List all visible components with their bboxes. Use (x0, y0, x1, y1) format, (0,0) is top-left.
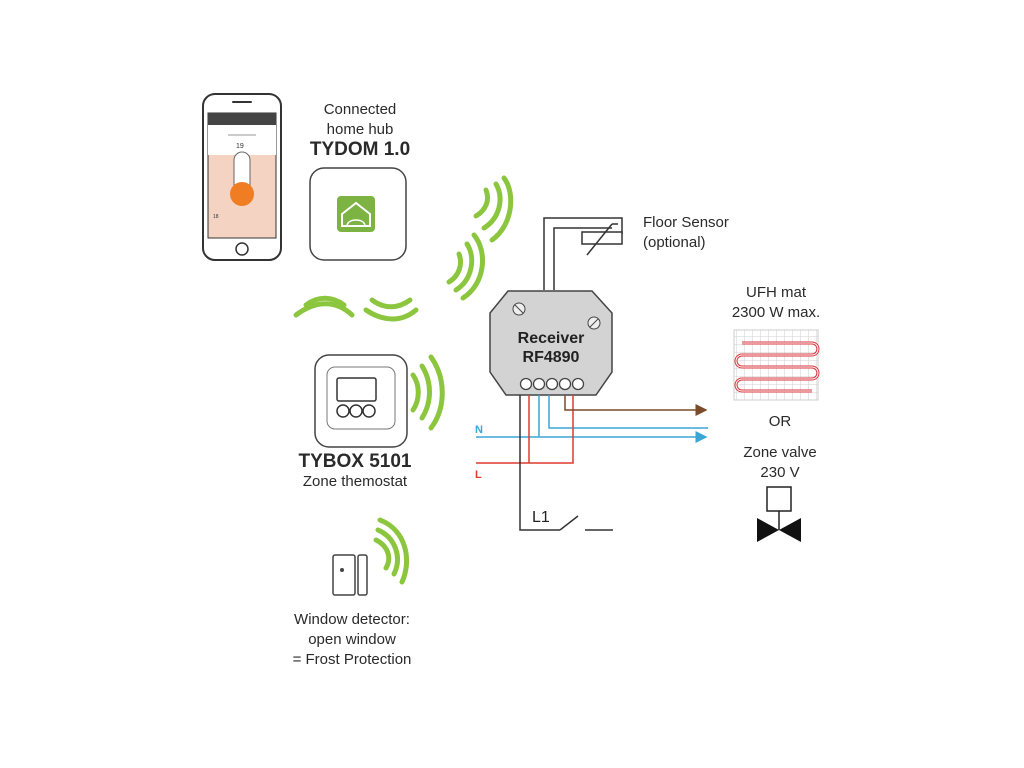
hub-icon (309, 167, 407, 261)
floor-sensor-line1: Floor Sensor (643, 214, 729, 231)
receiver-box (489, 290, 613, 396)
valve-icon (757, 486, 801, 542)
thermostat-subtitle: Zone themostat (302, 473, 408, 490)
ufh-label: UFH mat 2300 W max. (716, 283, 836, 323)
l1-label: L1 (532, 509, 550, 526)
window-detector-label: Window detector: open window = Frost Pro… (272, 610, 432, 670)
or-label: OR (750, 412, 810, 432)
thermostat-label: TYBOX 5101 Zone themostat (280, 452, 430, 492)
hub-label-line2: home hub (326, 121, 394, 138)
thermostat-name: TYBOX 5101 (298, 451, 412, 472)
phone-icon: 19 18 (202, 93, 282, 261)
thermostat-icon (314, 354, 408, 448)
or-text: OR (768, 413, 792, 430)
floor-sensor-label: Floor Sensor (optional) (643, 213, 763, 253)
window-line2: open window (308, 631, 396, 648)
window-detector-icon (332, 554, 368, 596)
ufh-line1: UFH mat (746, 284, 806, 301)
wireless-signal-icon (293, 175, 514, 585)
wiring (476, 395, 708, 531)
ufh-mat-icon (733, 329, 820, 401)
zone-valve-line2: 230 V (760, 464, 800, 481)
zone-valve-label: Zone valve 230 V (720, 443, 840, 483)
n-label: N (475, 424, 483, 436)
svg-text:18: 18 (213, 214, 219, 220)
floor-sensor-line2: (optional) (643, 234, 706, 251)
hub-label: Connected home hub TYDOM 1.0 (290, 100, 430, 160)
phone-temp: 19 (236, 143, 244, 150)
receiver-line1: Receiver (518, 330, 585, 347)
hub-name: TYDOM 1.0 (309, 139, 411, 160)
l-label: L (475, 469, 482, 481)
sensor-icon (543, 217, 623, 290)
zone-valve-line1: Zone valve (743, 444, 817, 461)
hub-label-line1: Connected (323, 101, 397, 118)
window-line3: = Frost Protection (292, 651, 412, 668)
receiver-line2: RF4890 (523, 349, 580, 366)
window-line1: Window detector: (294, 611, 410, 628)
ufh-line2: 2300 W max. (731, 304, 821, 321)
